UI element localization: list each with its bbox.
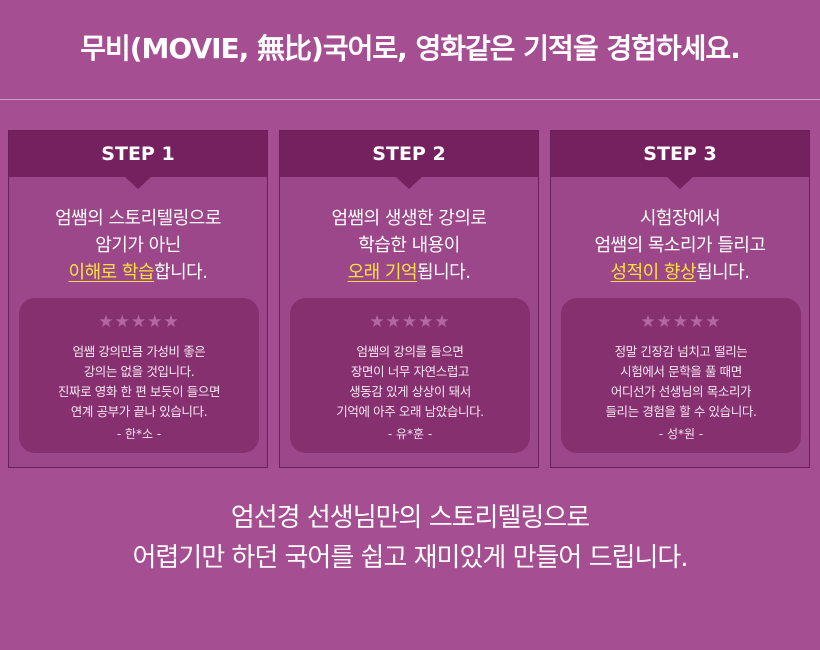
- footer-line: 엄선경 선생님만의 스토리텔링으로: [230, 503, 590, 533]
- desc-line: 시험장에서: [639, 208, 721, 229]
- review-line: 엄쌤의 강의를 들으면: [356, 344, 464, 359]
- desc-line: 엄쌤의 생생한 강의로: [331, 208, 487, 229]
- review-line: 진짜로 영화 한 편 보듯이 들으면: [57, 384, 221, 399]
- review-line: 정말 긴장감 넘치고 떨리는: [614, 344, 748, 359]
- desc-suffix: 됩니다.: [696, 262, 750, 283]
- desc-suffix: 됩니다.: [417, 262, 471, 283]
- desc-suffix: 합니다.: [154, 262, 208, 283]
- review-box: ★★★★★ 정말 긴장감 넘치고 떨리는 시험에서 문학을 풀 때면 어디선가 …: [561, 298, 801, 453]
- highlight-text: 이해로 학습: [68, 262, 155, 283]
- desc-line: 엄쌤의 스토리텔링으로: [55, 208, 221, 229]
- review-line: 장면이 너무 자연스럽고: [350, 364, 470, 379]
- review-line: 시험에서 문학을 풀 때면: [620, 364, 742, 379]
- pointer-arrow-icon: [667, 177, 693, 189]
- step-description: 엄쌤의 스토리텔링으로 암기가 아닌 이해로 학습합니다.: [9, 205, 267, 286]
- review-line: 강의는 없을 것입니다.: [83, 364, 195, 379]
- review-author: - 한*소 -: [116, 427, 162, 441]
- step-header: STEP 3: [551, 131, 809, 189]
- review-line: 엄쌤 강의만큼 가성비 좋은: [72, 344, 206, 359]
- review-box: ★★★★★ 엄쌤의 강의를 들으면 장면이 너무 자연스럽고 생동감 있게 상상…: [290, 298, 530, 453]
- highlight-text: 성적이 향상: [610, 262, 697, 283]
- rating-stars-icon: ★★★★★: [369, 312, 451, 332]
- desc-line: 학습한 내용이: [358, 235, 460, 256]
- review-line: 어디선가 선생님의 목소리가: [610, 384, 752, 399]
- step-header: STEP 1: [9, 131, 267, 189]
- review-text: 엄쌤 강의만큼 가성비 좋은 강의는 없을 것입니다. 진짜로 영화 한 편 보…: [19, 342, 259, 422]
- pointer-arrow-icon: [396, 177, 422, 189]
- step-header: STEP 2: [280, 131, 538, 189]
- step-description: 시험장에서 엄쌤의 목소리가 들리고 성적이 향상됩니다.: [551, 205, 809, 286]
- step-card-2: STEP 2 엄쌤의 생생한 강의로 학습한 내용이 오래 기억됩니다. ★★★…: [279, 130, 539, 468]
- page-headline: 무비(MOVIE, 無比)국어로, 영화같은 기적을 경험하세요.: [80, 32, 741, 65]
- step-label: STEP 2: [372, 143, 446, 165]
- review-line: 기억에 아주 오래 남았습니다.: [336, 404, 484, 419]
- desc-line: 암기가 아닌: [95, 235, 181, 256]
- rating-stars-icon: ★★★★★: [98, 312, 180, 332]
- review-author: - 성*원 -: [658, 427, 704, 441]
- desc-line: 이해로 학습합니다.: [9, 259, 267, 286]
- step-description: 엄쌤의 생생한 강의로 학습한 내용이 오래 기억됩니다.: [280, 205, 538, 286]
- highlight-text: 오래 기억: [347, 262, 418, 283]
- desc-line: 엄쌤의 목소리가 들리고: [594, 235, 766, 256]
- review-author: - 유*훈 -: [387, 427, 433, 441]
- desc-line: 성적이 향상됩니다.: [551, 259, 809, 286]
- rating-stars-icon: ★★★★★: [640, 312, 722, 332]
- review-line: 생동감 있게 상상이 돼서: [349, 384, 471, 399]
- review-line: 들리는 경험을 할 수 있습니다.: [605, 404, 757, 419]
- footer-line: 어렵기만 하던 국어를 쉽고 재미있게 만들어 드립니다.: [132, 543, 688, 573]
- review-box: ★★★★★ 엄쌤 강의만큼 가성비 좋은 강의는 없을 것입니다. 진짜로 영화…: [19, 298, 259, 453]
- step-label: STEP 1: [101, 143, 175, 165]
- pointer-arrow-icon: [125, 177, 151, 189]
- step-label: STEP 3: [643, 143, 717, 165]
- step-card-1: STEP 1 엄쌤의 스토리텔링으로 암기가 아닌 이해로 학습합니다. ★★★…: [8, 130, 268, 468]
- divider: [0, 99, 820, 100]
- review-text: 정말 긴장감 넘치고 떨리는 시험에서 문학을 풀 때면 어디선가 선생님의 목…: [561, 342, 801, 422]
- footer-message: 엄선경 선생님만의 스토리텔링으로 어렵기만 하던 국어를 쉽고 재미있게 만들…: [0, 498, 820, 578]
- step-card-3: STEP 3 시험장에서 엄쌤의 목소리가 들리고 성적이 향상됩니다. ★★★…: [550, 130, 810, 468]
- review-line: 연계 공부가 끝나 있습니다.: [70, 404, 208, 419]
- review-text: 엄쌤의 강의를 들으면 장면이 너무 자연스럽고 생동감 있게 상상이 돼서 기…: [290, 342, 530, 422]
- desc-line: 오래 기억됩니다.: [280, 259, 538, 286]
